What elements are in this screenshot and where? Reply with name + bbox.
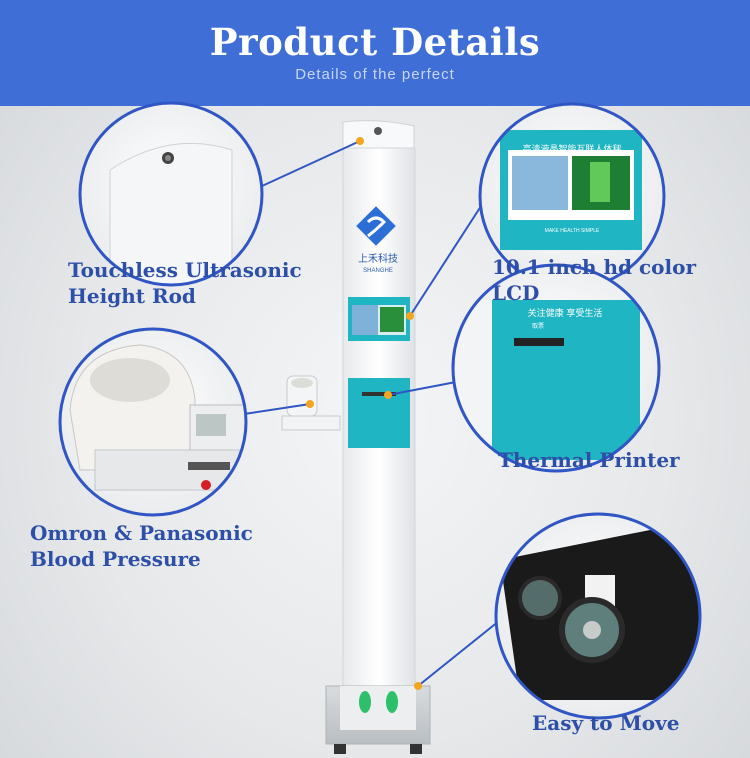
callout-dots xyxy=(306,137,422,690)
lcd-footer-text: MAKE HEALTH SIMPLE xyxy=(545,228,600,234)
blood-pressure-callout-circle xyxy=(58,327,248,517)
lcd-callout-circle: 高清液晶智能互联人体秤 MAKE HEALTH SIMPLE xyxy=(478,102,666,290)
printer-slot-text: 取票 xyxy=(532,323,544,330)
label-printer: Thermal Printer xyxy=(498,448,680,472)
callout-lines xyxy=(243,140,500,687)
height-rod-callout-circle xyxy=(78,101,264,287)
printer-callout-circle: 关注健康 享受生活 取票 xyxy=(451,263,661,473)
label-move: Easy to Move xyxy=(532,711,680,735)
footprint-icon xyxy=(359,691,398,713)
label-blood-pressure: Omron & Panasonic Blood Pressure xyxy=(30,520,253,572)
label-bp-line2: Blood Pressure xyxy=(30,547,201,571)
wheel-callout-circle xyxy=(494,512,702,720)
label-height-rod-line1: Touchless Ultrasonic xyxy=(68,258,302,282)
page-subtitle: Details of the perfect xyxy=(295,66,455,83)
label-height-rod-line2: Height Rod xyxy=(68,284,196,308)
label-bp-line1: Omron & Panasonic xyxy=(30,521,253,545)
label-height-rod: Touchless Ultrasonic Height Rod xyxy=(68,257,302,309)
page-title: Product Details xyxy=(209,20,541,64)
device-body: 上禾科技 SHANGHE xyxy=(281,120,431,754)
brand-logo-icon xyxy=(356,206,396,246)
header-banner: Product Details Details of the perfect xyxy=(0,0,750,106)
brand-en-text: SHANGHE xyxy=(363,268,393,274)
lcd-banner-text: 高清液晶智能互联人体秤 xyxy=(522,143,621,155)
printer-banner-text: 关注健康 享受生活 xyxy=(528,307,603,319)
brand-cn-text: 上禾科技 xyxy=(358,252,398,265)
label-lcd: 10.1 inch hd color LCD xyxy=(492,255,696,305)
